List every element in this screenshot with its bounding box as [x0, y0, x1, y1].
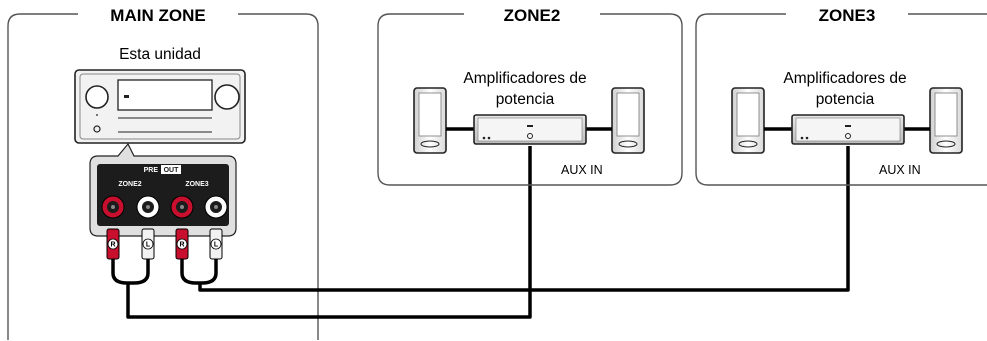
zone3-plug-l-label: L — [214, 242, 219, 249]
zone3-plug-r-label: R — [179, 242, 184, 249]
zone2-left-speaker — [413, 87, 447, 154]
zone2-cable — [111, 146, 532, 319]
zone3-amp-label-line1: Amplificadores de — [783, 70, 906, 87]
zone2-right-speaker — [611, 87, 645, 154]
zone3-title: ZONE3 — [819, 6, 876, 25]
pre-out-callout — [89, 142, 237, 237]
zone2-frame — [377, 13, 683, 186]
zone2-plug-l-label: L — [146, 242, 151, 249]
zone3-left-speaker — [731, 87, 765, 154]
volume-knob-icon — [85, 85, 109, 109]
zone2-title: ZONE2 — [504, 6, 561, 25]
zone3-right-plug — [175, 228, 189, 260]
zone2-plug-r-label: R — [110, 242, 115, 249]
zone3-port-label: ZONE3 — [185, 181, 208, 188]
zone2-left-plug — [141, 228, 155, 260]
main-unit-label: Esta unidad — [119, 46, 201, 63]
zone3-left-jack — [204, 195, 228, 219]
main-zone-title: MAIN ZONE — [110, 6, 205, 25]
zone3-frame — [695, 13, 987, 186]
zone2-right-plug — [106, 228, 120, 260]
zone2-power-amplifier — [473, 114, 587, 145]
source-knob-icon — [214, 84, 240, 110]
zone2-aux-in-label: AUX IN — [561, 163, 603, 177]
zone2-right-jack — [101, 195, 125, 219]
zone2-left-jack — [136, 195, 160, 219]
zone2-amp-label-line1: Amplificadores de — [463, 70, 586, 87]
zone3-right-speaker — [929, 87, 963, 154]
out-label-box — [161, 165, 181, 174]
zone3-right-jack — [170, 195, 194, 219]
out-label: OUT — [164, 167, 180, 174]
zone3-power-amplifier — [791, 114, 905, 145]
zone2-port-label: ZONE2 — [118, 181, 141, 188]
main-zone-frame — [7, 13, 319, 340]
power-button-icon — [93, 125, 101, 133]
zone3-aux-in-label: AUX IN — [879, 163, 921, 177]
zone3-amp-label-line2: potencia — [816, 91, 875, 108]
av-receiver — [74, 69, 246, 144]
zone3-cable — [180, 146, 850, 292]
zone2-amp-label-line2: potencia — [496, 91, 555, 108]
pre-out-label: PRE — [144, 167, 159, 174]
